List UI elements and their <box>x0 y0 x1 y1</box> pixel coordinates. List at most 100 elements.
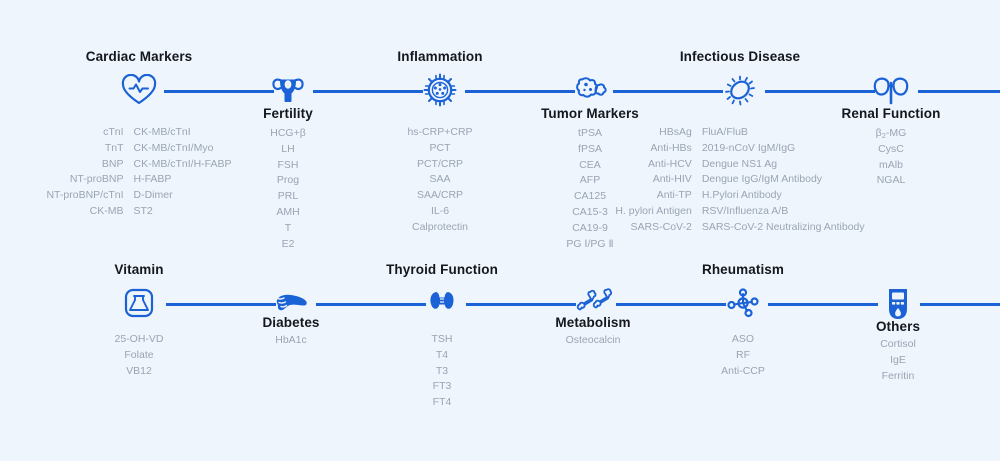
list-item: H-FABP <box>133 173 172 186</box>
list-item: IL-6 <box>430 204 450 217</box>
list-item: RF <box>735 348 750 361</box>
node-item-list: β2-MG CysC mAlb NGAL <box>876 126 907 189</box>
item-column: hs-CRP+CRP PCT PCT/CRP SAA SAA/CRP IL-6 … <box>407 125 472 236</box>
kidney-icon <box>869 70 913 110</box>
list-item: Anti-HBs <box>650 141 692 154</box>
list-item: CK-MB <box>89 204 124 217</box>
node-item-list: Cortisol IgE Ferritin <box>880 337 916 384</box>
list-item: T3 <box>435 364 449 377</box>
list-item: Ferritin <box>881 369 915 382</box>
list-item: ST2 <box>133 204 153 217</box>
item-column: cTnI TnT BNP NT-proBNP NT-proBNP/cTnI CK… <box>46 125 123 220</box>
list-item: BNP <box>101 157 124 170</box>
node-title: Others <box>875 319 921 334</box>
list-item: PCT <box>429 141 451 154</box>
list-item: 25-OH-VD <box>114 333 164 345</box>
list-item: T4 <box>435 348 449 361</box>
item-column: HbA1c <box>275 333 307 349</box>
list-item: H. pylori Antigen <box>615 204 692 217</box>
list-item: Prog <box>276 174 300 187</box>
list-item: Folate <box>124 348 154 361</box>
node-title: Metabolism <box>555 315 631 330</box>
item-column: β2-MG CysC mAlb NGAL <box>876 126 907 189</box>
list-item: HCG+β <box>270 127 306 139</box>
list-item: Anti-HCV <box>648 157 692 170</box>
list-item: mAlb <box>879 158 903 171</box>
glucometer-icon <box>876 283 920 323</box>
list-item: NGAL <box>876 174 906 187</box>
list-item: CA125 <box>573 190 607 203</box>
list-item: NT-proBNP <box>69 173 124 186</box>
item-column: Osteocalcin <box>566 333 621 349</box>
connector-inflammation-tumor <box>465 90 575 93</box>
list-item: FT3 <box>432 380 452 393</box>
list-item: β2-MG <box>875 127 907 140</box>
list-item: tPSA <box>578 127 602 139</box>
list-item: SARS-CoV-2 <box>630 220 692 233</box>
virus-icon <box>418 70 462 110</box>
node-title: Cardiac Markers <box>85 49 193 64</box>
list-item: SAA <box>429 173 451 186</box>
list-item: CK-MB/cTnI/H-FABP <box>133 157 232 170</box>
node-title: Renal Function <box>841 106 941 121</box>
list-item: IgE <box>890 353 906 366</box>
flask-icon <box>117 283 161 323</box>
list-item: TnT <box>104 141 124 154</box>
node-title: Fertility <box>263 106 313 121</box>
item-column: CK-MB/cTnI CK-MB/cTnI/Myo CK-MB/cTnI/H-F… <box>134 125 232 220</box>
list-item: Anti-TP <box>656 189 692 202</box>
list-item: HBsAg <box>659 126 692 138</box>
connector-tumor-infectious <box>613 90 723 93</box>
list-item: TSH <box>431 333 453 345</box>
node-item-list: tPSA fPSA CEA AFP CA125 CA15-3 CA19-9 PG… <box>566 126 613 252</box>
node-item-list: Osteocalcin <box>566 333 621 349</box>
node-title: Diabetes <box>262 315 320 330</box>
list-item: Dengue NS1 Ag <box>701 157 778 170</box>
bone-icon <box>571 283 615 323</box>
list-item: FluA/FluB <box>701 126 748 138</box>
node-title: Inflammation <box>397 49 483 64</box>
list-item: cTnI <box>103 126 124 138</box>
list-item: PG Ⅰ/PG Ⅱ <box>566 237 614 250</box>
list-item: HbA1c <box>275 334 307 346</box>
list-item: PRL <box>277 190 299 203</box>
list-item: SARS-CoV-2 Neutralizing Antibody <box>701 220 865 233</box>
node-item-list: HCG+β LH FSH Prog PRL AMH T E2 <box>270 126 306 252</box>
list-item: CA19-9 <box>572 221 608 234</box>
node-item-list: TSH T4 T3 FT3 FT4 <box>432 332 453 411</box>
thyroid-icon <box>420 283 464 323</box>
list-item: Anti-HIV <box>652 173 692 186</box>
node-item-list: cTnI TnT BNP NT-proBNP NT-proBNP/cTnI CK… <box>46 125 231 220</box>
connector-fertility-inflammation <box>313 90 423 93</box>
list-item: hs-CRP+CRP <box>407 126 473 138</box>
uterus-icon <box>266 70 310 110</box>
list-item: Calprotectin <box>411 220 469 233</box>
list-item: FT4 <box>432 396 452 409</box>
item-column: 25-OH-VD Folate VB12 <box>114 332 163 379</box>
connector-others-edge <box>920 303 1000 306</box>
item-column: FluA/FluB 2019-nCoV IgM/IgG Dengue NS1 A… <box>702 125 865 236</box>
list-item: Anti-CCP <box>721 364 765 377</box>
list-item: CysC <box>878 142 904 155</box>
list-item: SAA/CRP <box>416 189 464 202</box>
node-title: Vitamin <box>114 262 164 277</box>
list-item: FSH <box>277 158 299 171</box>
list-item: LH <box>281 142 295 155</box>
connector-metabolism-rheumatism <box>616 303 726 306</box>
list-item: NT-proBNP/cTnI <box>46 189 124 202</box>
item-column: HCG+β LH FSH Prog PRL AMH T E2 <box>270 126 306 252</box>
molecule-icon <box>721 283 765 323</box>
node-title: Thyroid Function <box>386 262 498 277</box>
list-item: 2019-nCoV IgM/IgG <box>701 141 796 154</box>
connector-thyroid-metabolism-2 <box>466 303 576 306</box>
item-column: HBsAg Anti-HBs Anti-HCV Anti-HIV Anti-TP… <box>615 125 691 236</box>
node-title: Tumor Markers <box>541 106 639 121</box>
connector-diabetes-thyroid <box>316 303 426 306</box>
list-item: H.Pylori Antibody <box>701 189 782 202</box>
item-column: ASO RF Anti-CCP <box>721 332 765 379</box>
node-title: Rheumatism <box>701 262 785 277</box>
list-item: E2 <box>281 237 295 250</box>
list-item: CK-MB/cTnI <box>133 126 191 138</box>
list-item: ASO <box>731 333 755 345</box>
